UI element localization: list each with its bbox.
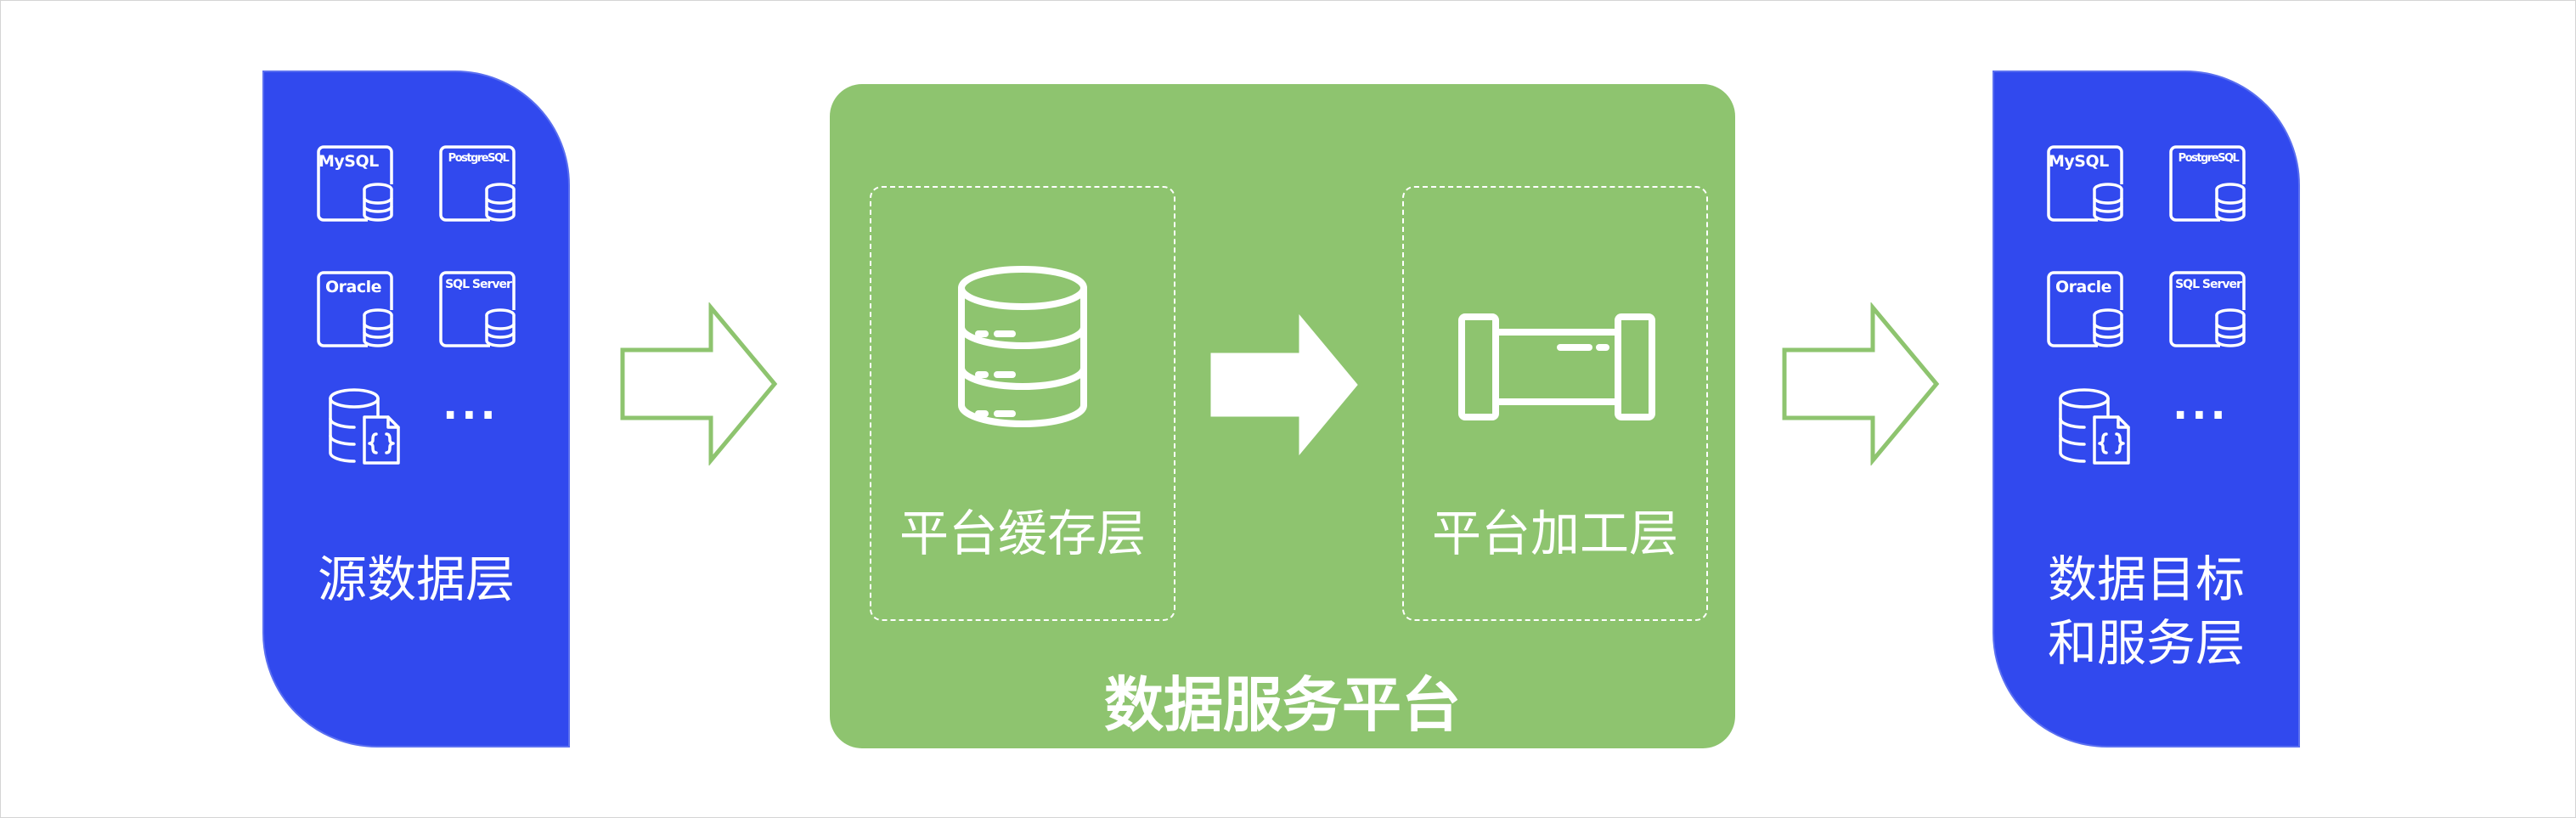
flow-arrow-to-platform bbox=[619, 302, 781, 465]
db-label-sqlserver: SQL Server bbox=[445, 278, 512, 291]
processing-layer-title: 平台加工层 bbox=[1431, 505, 1678, 562]
db-label-postgresql: PostgreSQL bbox=[448, 152, 510, 165]
db-label-sqlserver: SQL Server bbox=[2175, 278, 2242, 291]
database-server-icon bbox=[955, 266, 1091, 427]
postgresql-database-icon: PostgreSQL bbox=[437, 144, 519, 225]
cache-layer-title: 平台缓存层 bbox=[899, 505, 1146, 562]
db-label-postgresql: PostgreSQL bbox=[2178, 152, 2240, 165]
postgresql-database-icon: PostgreSQL bbox=[2167, 144, 2249, 225]
pipe-icon bbox=[1457, 312, 1657, 422]
mysql-database-icon: MySQL bbox=[2045, 144, 2127, 225]
flow-arrow-to-target bbox=[1781, 302, 1942, 465]
source-layer-title: 源数据层 bbox=[317, 550, 515, 608]
oracle-database-icon: Oracle bbox=[315, 269, 397, 351]
data-service-platform-panel: 平台缓存层 平台加工层 数据服务平台 bbox=[830, 84, 1735, 748]
document-database-icon bbox=[327, 386, 403, 468]
source-layer-panel: MySQL PostgreSQL Oracle bbox=[262, 71, 570, 747]
db-label-oracle: Oracle bbox=[324, 278, 382, 296]
target-service-layer-panel: MySQL PostgreSQL Oracle bbox=[1993, 71, 2300, 747]
target-layer-title-line2: 和服务层 bbox=[2047, 614, 2245, 673]
cache-layer-box: 平台缓存层 bbox=[870, 186, 1175, 621]
processing-layer-box: 平台加工层 bbox=[1402, 186, 1708, 621]
document-database-icon bbox=[2057, 386, 2134, 468]
sqlserver-database-icon: SQL Server bbox=[437, 269, 519, 351]
db-label-oracle: Oracle bbox=[2055, 278, 2112, 296]
flow-arrow-cache-to-processing bbox=[1205, 303, 1367, 466]
oracle-database-icon: Oracle bbox=[2045, 269, 2127, 351]
target-layer-title-line1: 数据目标 bbox=[2047, 550, 2245, 608]
sqlserver-database-icon: SQL Server bbox=[2167, 269, 2249, 351]
db-label-mysql: MySQL bbox=[318, 152, 379, 171]
more-targets-ellipsis: ··· bbox=[2173, 392, 2229, 439]
mysql-database-icon: MySQL bbox=[315, 144, 397, 225]
db-label-mysql: MySQL bbox=[2049, 152, 2109, 171]
target-layer-title: 数据目标 和服务层 bbox=[1994, 548, 2298, 676]
platform-title: 数据服务平台 bbox=[1104, 670, 1461, 740]
more-sources-ellipsis: ··· bbox=[442, 392, 499, 439]
